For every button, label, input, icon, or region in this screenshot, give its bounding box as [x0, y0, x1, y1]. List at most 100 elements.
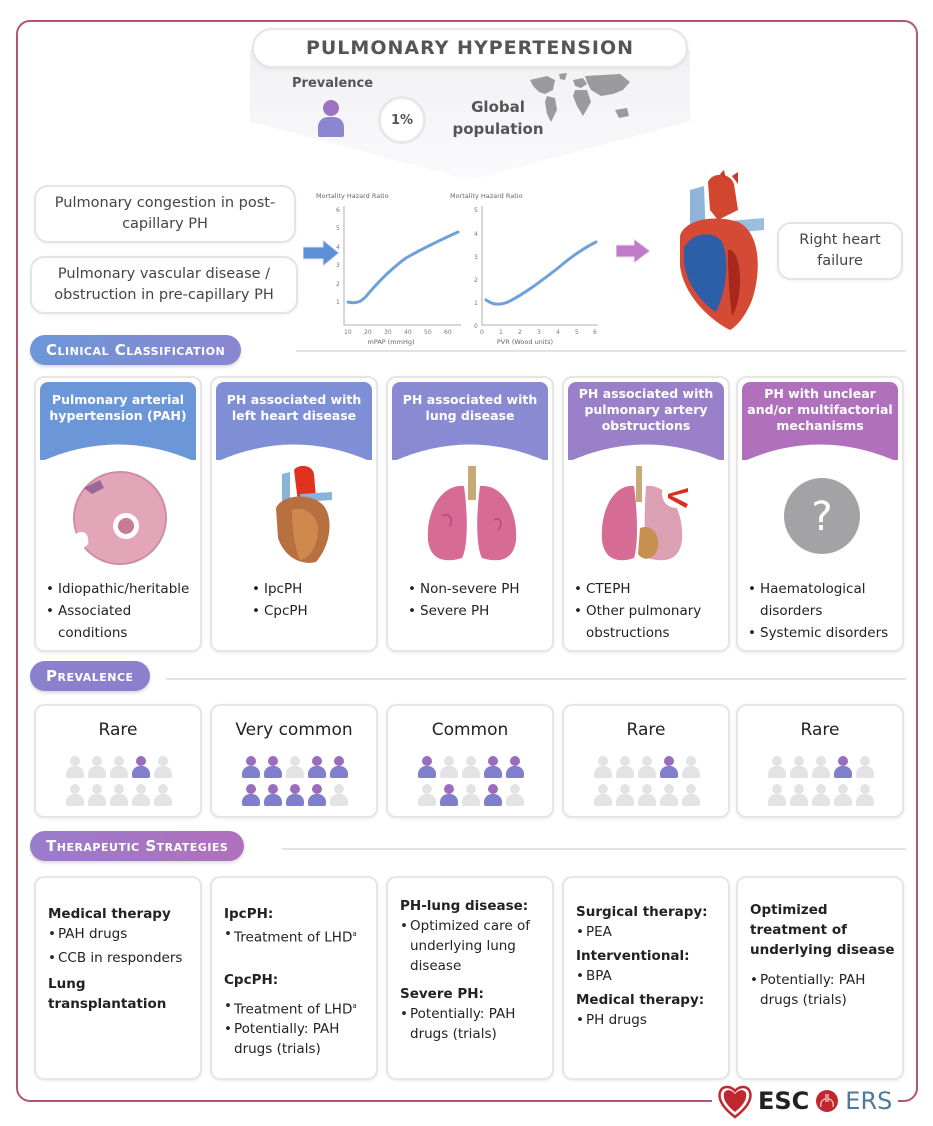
svg-text:0: 0: [474, 323, 478, 330]
svg-text:50: 50: [424, 329, 432, 336]
person-icon: [638, 756, 656, 778]
world-map-icon: [530, 73, 630, 122]
person-icon: [418, 784, 436, 806]
person-icon: [66, 756, 84, 778]
person-icon: [856, 784, 874, 806]
person-icon: [856, 756, 874, 778]
person-icon: [440, 784, 458, 806]
person-icon: [154, 784, 172, 806]
prevalence-card: Rare: [736, 704, 904, 818]
person-icon: [330, 756, 348, 778]
svg-text:6: 6: [336, 207, 340, 214]
global-population-label: Global population: [452, 98, 544, 138]
person-icon: [616, 784, 634, 806]
lungs-obstruction-icon: [601, 466, 690, 561]
therapy-card-pah: Medical therapy PAH drugs CCB in respond…: [34, 876, 202, 1080]
svg-text:3: 3: [336, 262, 340, 269]
heart-icon: [680, 170, 764, 330]
clinical-classification-header: Clinical Classification: [30, 334, 242, 366]
svg-text:6: 6: [593, 329, 597, 336]
person-icon: [66, 784, 84, 806]
person-icon: [418, 756, 436, 778]
pre-capillary-box: Pulmonary vascular disease / obstruction…: [30, 256, 298, 314]
prevalence-label: Prevalence: [292, 76, 374, 91]
people-grid: [418, 756, 528, 806]
svg-text:4: 4: [474, 231, 478, 238]
classification-list: CTEPH Other pulmonary obstructions: [574, 578, 724, 644]
person-icon: [616, 756, 634, 778]
arrow-right-icon: [616, 239, 650, 263]
ers-lungs-icon: [816, 1090, 839, 1112]
svg-text:5: 5: [474, 207, 478, 214]
svg-text:3: 3: [474, 254, 478, 261]
person-icon: [506, 784, 524, 806]
svg-text:1: 1: [336, 299, 340, 306]
person-icon: [660, 784, 678, 806]
person-icon: [462, 784, 480, 806]
svg-text:2: 2: [518, 329, 522, 336]
prevalence-card: Common: [386, 704, 554, 818]
people-grid: [66, 756, 176, 806]
person-icon: [88, 756, 106, 778]
svg-text:20: 20: [364, 329, 372, 336]
lungs-icon: [427, 466, 517, 561]
svg-text:4: 4: [336, 244, 340, 251]
classification-list: IpcPH CpcPH: [252, 578, 372, 622]
prevalence-card: Rare: [34, 704, 202, 818]
esc-heart-icon: [718, 1085, 752, 1119]
people-grid: [242, 756, 352, 806]
classification-list: Non-severe PH Severe PH: [408, 578, 548, 622]
person-icon: [318, 100, 344, 138]
classification-card-left-heart: PH associated with left heart disease Ip…: [210, 376, 378, 652]
person-icon: [594, 784, 612, 806]
svg-text:?: ?: [811, 494, 832, 540]
person-icon: [286, 784, 304, 806]
svg-text:4: 4: [556, 329, 560, 336]
person-icon: [110, 784, 128, 806]
person-icon: [110, 756, 128, 778]
person-icon: [462, 756, 480, 778]
svg-text:0: 0: [480, 329, 484, 336]
therapy-card-obstruction: Surgical therapy: PEA Interventional: BP…: [562, 876, 730, 1080]
person-icon: [88, 784, 106, 806]
svg-text:40: 40: [404, 329, 412, 336]
prevalence-card: Very common: [210, 704, 378, 818]
svg-text:5: 5: [336, 225, 340, 232]
person-icon: [834, 784, 852, 806]
right-heart-failure-box: Right heart failure: [777, 222, 903, 280]
person-icon: [242, 784, 260, 806]
person-icon: [682, 756, 700, 778]
svg-text:10: 10: [344, 329, 352, 336]
classification-list: Idiopathic/heritable Associated conditio…: [46, 578, 196, 644]
person-icon: [768, 756, 786, 778]
post-capillary-box: Pulmonary congestion in post-capillary P…: [34, 185, 296, 243]
people-grid: [768, 756, 878, 806]
classification-card-obstruction: PH associated with pulmonary artery obst…: [562, 376, 730, 652]
person-icon: [834, 756, 852, 778]
person-icon: [506, 756, 524, 778]
person-icon: [154, 756, 172, 778]
prevalence-card: Rare: [562, 704, 730, 818]
person-icon: [264, 784, 282, 806]
section-divider: [296, 350, 906, 352]
classification-list: Haematological disorders Systemic disord…: [748, 578, 898, 644]
person-icon: [132, 784, 150, 806]
person-icon: [242, 756, 260, 778]
classification-card-pah: Pulmonary arterial hypertension (PAH) Id…: [34, 376, 202, 652]
question-icon: ?: [784, 478, 860, 554]
arrow-right-icon: [303, 240, 339, 266]
classification-card-lung: PH associated with lung disease Non-seve…: [386, 376, 554, 652]
person-icon: [638, 784, 656, 806]
person-icon: [440, 756, 458, 778]
person-icon: [812, 784, 830, 806]
person-icon: [330, 784, 348, 806]
svg-text:2: 2: [474, 277, 478, 284]
therapy-card-lung: PH-lung disease: Optimized care of under…: [386, 876, 554, 1080]
person-icon: [132, 756, 150, 778]
person-icon: [308, 784, 326, 806]
section-divider: [166, 678, 906, 680]
svg-text:2: 2: [336, 281, 340, 288]
people-grid: [594, 756, 704, 806]
